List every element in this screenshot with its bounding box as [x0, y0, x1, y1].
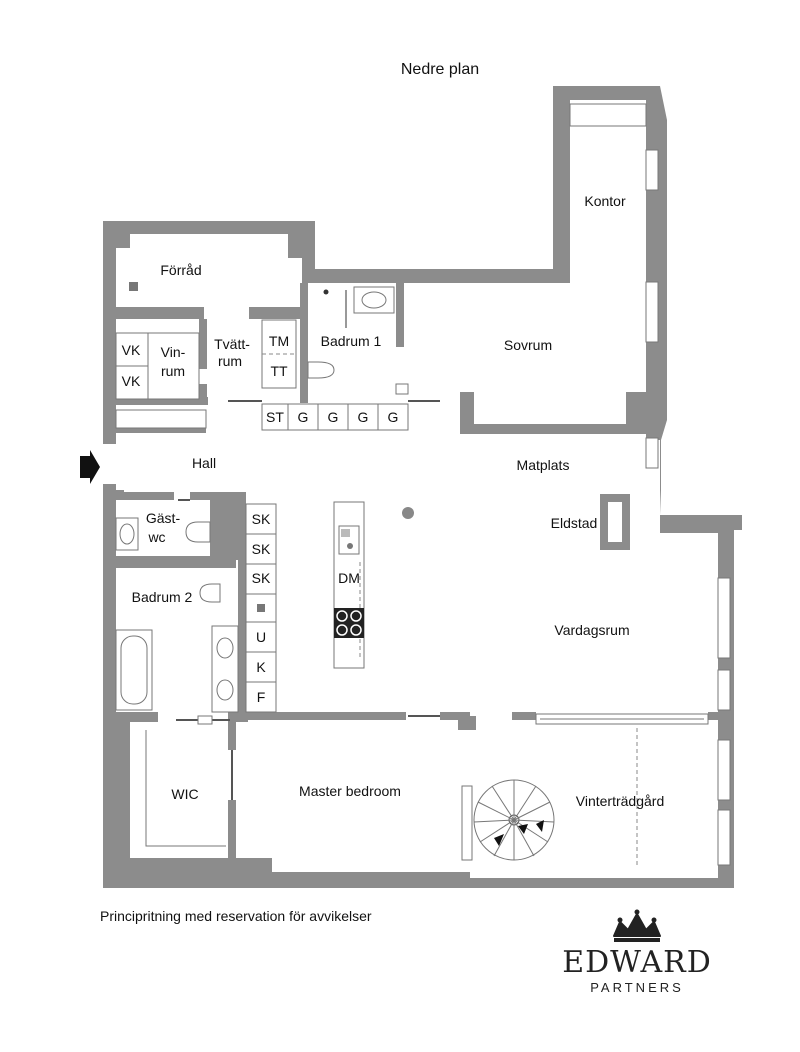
fixtures — [115, 282, 638, 868]
room-kontor: Kontor — [584, 193, 626, 209]
interior-walls — [116, 234, 718, 888]
room-forrad: Förråd — [160, 262, 201, 278]
unit-g-4: G — [388, 409, 399, 425]
unit-sk-2: SK — [252, 541, 271, 557]
brand-name: EDWARD — [562, 945, 712, 980]
unit-dm: DM — [338, 570, 360, 586]
room-tvattrum-line2: rum — [218, 353, 242, 369]
room-gastwc-line1: Gäst- — [146, 510, 181, 526]
room-eldstad: Eldstad — [551, 515, 598, 531]
room-master-bedroom: Master bedroom — [299, 783, 401, 799]
crown-icon — [613, 913, 661, 937]
room-sovrum: Sovrum — [504, 337, 552, 353]
unit-f: F — [257, 689, 266, 705]
unit-tm: TM — [269, 333, 289, 349]
room-badrum-2: Badrum 2 — [132, 589, 193, 605]
disclaimer-caption: Principritning med reservation för avvik… — [100, 908, 372, 924]
brand-sub: PARTNERS — [590, 980, 684, 995]
doors — [176, 383, 709, 861]
room-vinrum-line1: Vin- — [161, 344, 186, 360]
room-vintertradgard: Vinterträdgård — [576, 793, 664, 809]
brand-logo: EDWARD PARTNERS — [562, 909, 712, 995]
room-matplats: Matplats — [517, 457, 570, 473]
unit-g-1: G — [298, 409, 309, 425]
spiral-staircase-icon — [473, 779, 555, 861]
room-wic: WIC — [171, 786, 198, 802]
entrance-opening — [100, 444, 120, 484]
unit-vk-2: VK — [122, 373, 141, 389]
unit-vk-1: VK — [122, 342, 141, 358]
room-vardagsrum: Vardagsrum — [554, 622, 629, 638]
room-badrum-1: Badrum 1 — [321, 333, 382, 349]
windows — [115, 103, 731, 866]
unit-sk-3: SK — [252, 570, 271, 586]
unit-k: K — [256, 659, 266, 675]
unit-tt: TT — [270, 363, 288, 379]
room-tvattrum-line1: Tvätt- — [214, 336, 250, 352]
unit-sk-1: SK — [252, 511, 271, 527]
unit-g-2: G — [328, 409, 339, 425]
unit-g-3: G — [358, 409, 369, 425]
plan-title: Nedre plan — [401, 61, 479, 78]
entrance-arrow-icon — [80, 450, 100, 484]
room-gastwc-line2: wc — [147, 529, 165, 545]
room-vinrum-line2: rum — [161, 363, 185, 379]
floor-areas — [116, 100, 718, 878]
room-labels: Förråd Vin- rum Tvätt- rum Badrum 1 Sovr… — [132, 193, 665, 809]
unit-labels: VK VK TM TT ST G G G G SK SK SK U K F DM — [122, 333, 399, 705]
room-hall: Hall — [192, 455, 216, 471]
unit-u: U — [256, 629, 266, 645]
unit-st: ST — [266, 409, 284, 425]
